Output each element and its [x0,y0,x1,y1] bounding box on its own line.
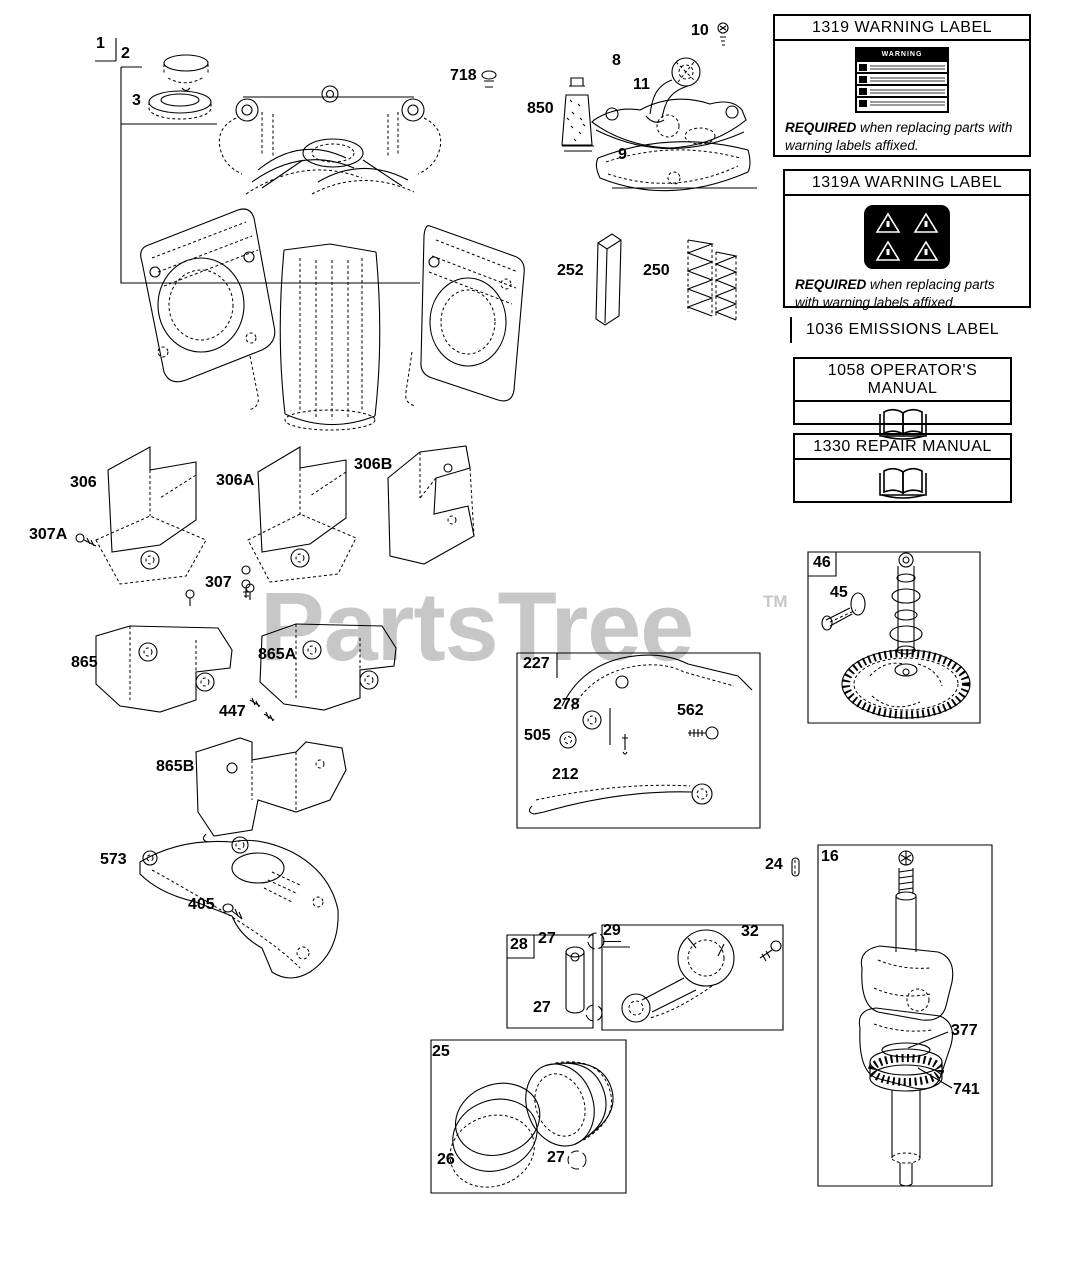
baffle-306-drawing [96,447,206,606]
callout-32: 32 [741,923,759,940]
open-book-icon [878,467,927,499]
group-box-25-piston [430,1040,626,1199]
callout-865: 865 [71,654,98,671]
callout-741: 741 [953,1081,980,1098]
emissions-label-strip: 1036 EMISSIONS LABEL [790,317,1026,343]
sealant-tube-drawing [562,78,594,151]
callout-865A: 865A [258,646,297,663]
callout-250: 250 [643,262,670,279]
callout-46: 46 [813,554,831,571]
callout-377: 377 [951,1022,978,1039]
screw-drawing-405 [223,904,242,919]
group-box-29-connecting-rod [602,925,783,1030]
emissions-label-title: 1036 EMISSIONS LABEL [806,321,1000,338]
callout-307A: 307A [29,526,68,543]
callout-306A: 306A [216,472,255,489]
plug-drawing [482,71,496,87]
group-box-227 [517,653,760,828]
callout-252: 252 [557,262,584,279]
warning-row [857,84,947,96]
callout-447: 447 [219,703,246,720]
callout-306: 306 [70,474,97,491]
callout-27-a: 27 [538,930,556,947]
callout-850: 850 [527,100,554,117]
callout-573: 573 [100,851,127,868]
callout-24: 24 [765,856,783,873]
cover-and-gasket-drawing [592,99,757,190]
callout-306B: 306B [354,456,393,473]
callout-562: 562 [677,702,704,719]
warning-triangles-icon [864,205,950,269]
callout-26: 26 [437,1151,455,1168]
callout-307: 307 [205,574,232,591]
warning-row [857,60,947,72]
shield-865-drawing [96,626,232,712]
breather-block-drawing [596,234,621,325]
baffle-306b-drawing [388,446,474,564]
callout-10: 10 [691,22,709,39]
baffle-306a-drawing [246,447,356,600]
callout-212: 212 [552,766,579,783]
panel-repair-manual: 1330 REPAIR MANUAL [793,433,1012,503]
callout-505: 505 [524,727,551,744]
callout-27-b: 27 [533,999,551,1016]
callout-278: 278 [553,696,580,713]
partstree-watermark: PartsTree [260,572,694,681]
group-box-16-crankshaft [818,845,992,1186]
callout-11: 11 [633,76,650,93]
warning-label-graphic-1319: WARNING [855,47,949,113]
cylinder-crankcase-drawing [141,86,525,430]
oil-fill-elbow-drawing [646,58,700,122]
watermark-tm-mark: TM [763,592,788,611]
callout-865B: 865B [156,758,195,775]
key-drawing-24 [792,858,799,876]
bracket-lines [95,38,420,283]
panel-title-1319a: 1319A WARNING LABEL [785,171,1029,196]
warning-heading: WARNING [857,49,947,60]
screws-drawing-447 [250,698,274,721]
callout-28: 28 [510,936,528,953]
callout-16: 16 [821,848,839,865]
shield-865a-drawing [260,624,396,710]
callout-25: 25 [432,1043,450,1060]
callout-718: 718 [450,67,477,84]
callout-405: 405 [188,896,215,913]
required-note: REQUIRED when replacing parts with warni… [785,120,1013,153]
valve-springs-drawing [688,240,736,320]
shield-865b-drawing [196,738,346,842]
screw-drawing-10 [718,23,728,45]
group-box-46-camshaft [808,552,980,723]
callout-27-c: 27 [547,1149,565,1166]
panel-warning-label-1319a: 1319A WARNING LABEL REQUIRED when replac… [783,169,1031,310]
panel-title-repair-manual: 1330 REPAIR MANUAL [795,435,1010,460]
callout-29: 29 [603,923,621,942]
warning-row [857,96,947,108]
oil-cap-and-seal-drawing [149,55,211,119]
panel-operators-manual: 1058 OPERATOR'S MANUAL [793,357,1012,440]
panel-warning-label-1319: 1319 WARNING LABEL WARNING REQUIRED when… [773,14,1031,157]
callout-1: 1 [96,35,105,52]
cover-573-drawing [140,837,338,978]
callout-227: 227 [523,655,550,672]
callout-2: 2 [121,45,130,62]
screw-drawing-307 [242,566,250,598]
callout-3: 3 [132,92,141,109]
screw-drawing-307a [76,534,96,546]
callout-8: 8 [612,52,621,69]
warning-row [857,72,947,84]
panel-title-1319: 1319 WARNING LABEL [775,16,1029,41]
panel-title-operators-manual: 1058 OPERATOR'S MANUAL [795,359,1010,402]
callout-45: 45 [830,584,848,601]
callout-9: 9 [618,146,627,163]
required-note: REQUIRED when replacing parts with warni… [795,277,995,310]
